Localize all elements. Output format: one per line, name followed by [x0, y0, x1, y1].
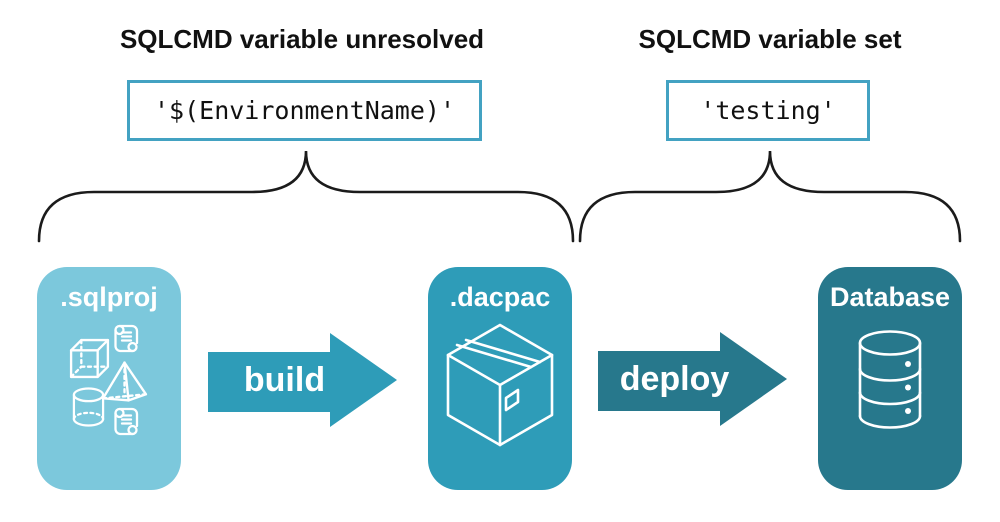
build-arrow-label: build [243, 360, 326, 399]
cube-icon [69, 338, 110, 379]
resolved-annotation-title: SQLCMD variable set [638, 24, 902, 54]
stage-sqlproj-label: .sqlproj [60, 282, 158, 312]
stage-database-label: Database [829, 282, 951, 312]
unresolved-annotation-title: SQLCMD variable unresolved [119, 24, 485, 54]
left-brace [37, 150, 575, 243]
sqlcmd-variable-unresolved-box: '$(EnvironmentName)' [127, 80, 482, 141]
cylinder-icon [72, 387, 105, 427]
right-arrow-icon [598, 332, 787, 426]
stage-database: Database [818, 267, 962, 490]
build-arrow: build [207, 332, 398, 428]
database-cylinder-icon [858, 330, 922, 429]
scroll-icon [114, 324, 139, 353]
stage-dacpac-label: .dacpac [449, 282, 551, 312]
scroll-icon [114, 407, 139, 436]
deploy-arrow-label: deploy [619, 359, 730, 398]
stage-sqlproj: .sqlproj [37, 267, 181, 490]
deploy-arrow: deploy [597, 331, 788, 427]
right-brace [578, 150, 962, 243]
resolved-code-text: 'testing' [700, 96, 836, 125]
right-arrow-icon [208, 333, 397, 427]
package-box-icon [446, 323, 554, 447]
sqlcmd-variable-set-box: 'testing' [666, 80, 870, 141]
pyramid-icon [101, 361, 148, 402]
unresolved-code-text: '$(EnvironmentName)' [153, 96, 456, 125]
stage-dacpac: .dacpac [428, 267, 572, 490]
